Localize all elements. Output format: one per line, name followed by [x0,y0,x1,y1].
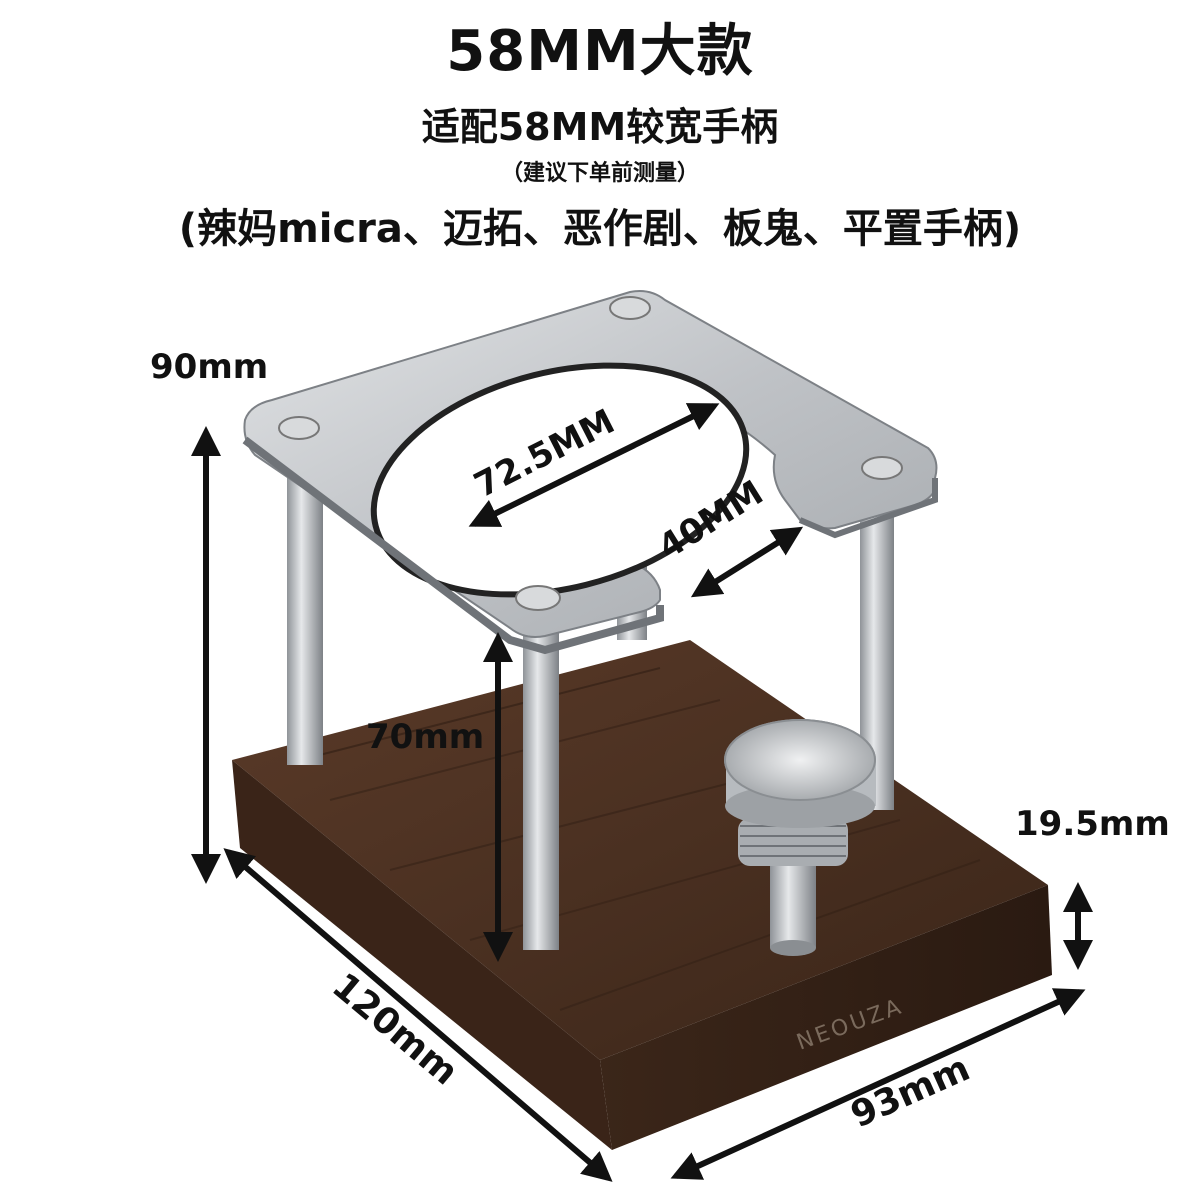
dim-width: 93mm [845,1048,976,1136]
measure-note: （建议下单前测量） [500,161,699,186]
page-title: 58MM大款 [446,19,754,84]
steel-top-plate [242,290,938,655]
dimension-arrows [191,403,1093,1182]
plate-screws [278,296,903,611]
dim-base-thickness: 19.5mm [1015,804,1170,844]
dim-total-height: 90mm [150,347,268,387]
adjustment-knob [724,719,876,956]
compatibility-list: (辣妈micra、迈拓、恶作剧、板鬼、平置手柄) [178,206,1022,252]
page-subtitle: 适配58MM较宽手柄 [421,105,779,149]
dim-post-height: 70mm [366,717,484,757]
